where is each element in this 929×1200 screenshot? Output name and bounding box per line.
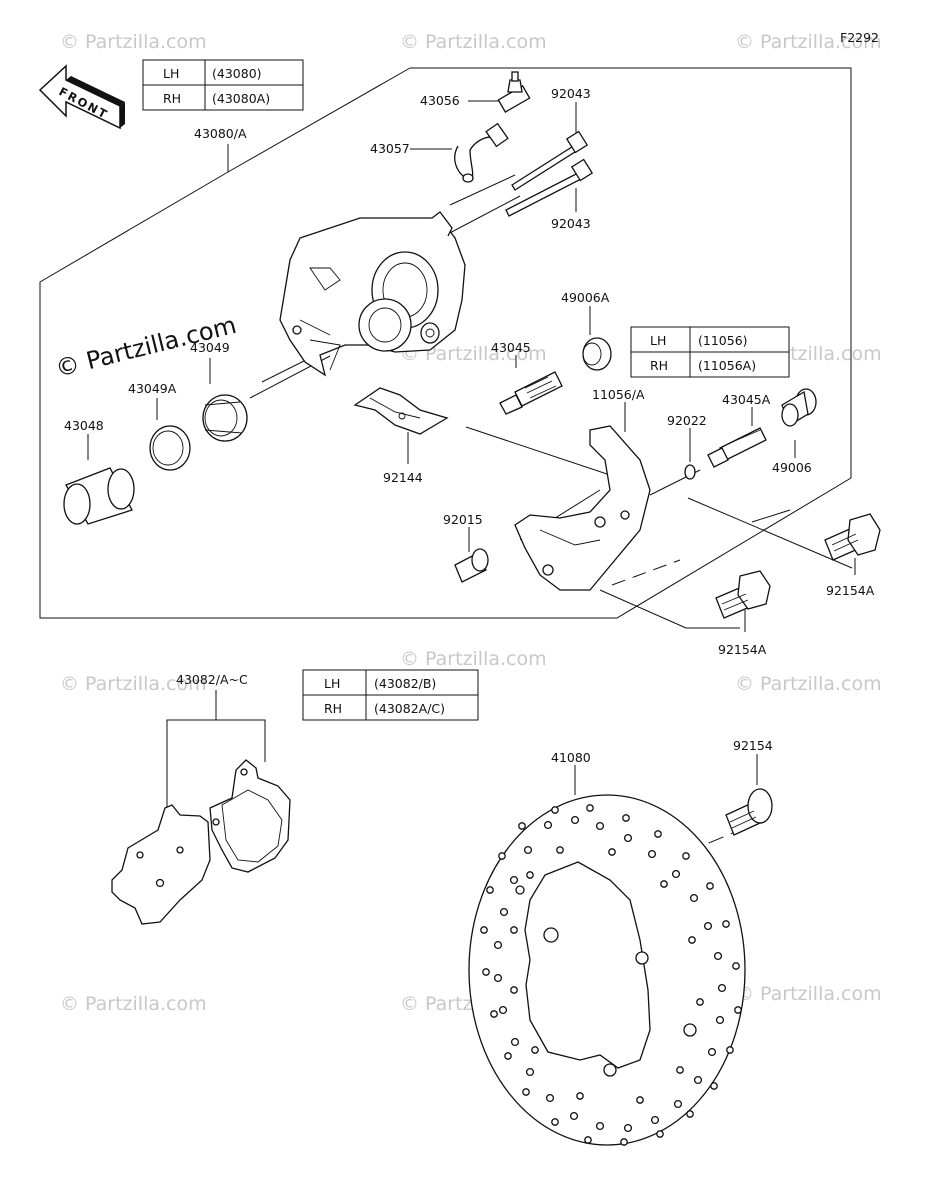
bleeder-valve-icon xyxy=(497,71,531,113)
table-cell-side: LH xyxy=(324,676,340,691)
boot-icon xyxy=(582,337,612,371)
boot-icon xyxy=(781,388,817,427)
table-cell-part: (43082A/C) xyxy=(374,701,445,716)
label-disc: 41080 xyxy=(551,750,591,765)
label-disc-bolt: 92154 xyxy=(733,738,773,753)
watermark: © Partzilla.com xyxy=(735,673,882,695)
label-bracket: 11056/A xyxy=(592,387,645,402)
slide-pin-icon xyxy=(499,371,563,415)
label-bolt-right: 92154A xyxy=(826,583,875,598)
label-boot-a: 49006A xyxy=(561,290,610,305)
bracket-part-table: LH (11056) RH (11056A) xyxy=(630,326,790,378)
bushing-icon xyxy=(454,548,489,583)
bleeder-cap-icon xyxy=(454,122,509,183)
label-pads: 43082/A~C xyxy=(176,672,248,687)
watermark: © Partzilla.com xyxy=(400,343,547,365)
caliper-body xyxy=(279,211,466,377)
label-caliper-assy: 43080/A xyxy=(194,126,247,141)
piston-seal-icon xyxy=(202,394,248,442)
label-slide-pin-a: 43045A xyxy=(722,392,771,407)
watermark: © Partzilla.com xyxy=(735,31,882,53)
label-pin-top: 92043 xyxy=(551,86,591,101)
part-labels: 43080/A 43056 43057 92043 92043 43049 43… xyxy=(64,86,875,765)
watermark: © Partzilla.com xyxy=(400,648,547,670)
table-cell-side: RH xyxy=(650,358,668,373)
front-arrow-icon: FRONT xyxy=(38,64,125,130)
table-cell-side: RH xyxy=(324,701,342,716)
label-clip: 92022 xyxy=(667,413,707,428)
pads-part-table: LH (43082/B) RH (43082A/C) xyxy=(302,669,479,721)
assembly-outline xyxy=(39,67,852,619)
pin-icon xyxy=(505,158,594,217)
watermark: © Partzilla.com xyxy=(60,673,207,695)
clip-icon xyxy=(684,464,696,480)
watermark: © Partzilla.com xyxy=(60,993,207,1015)
table-cell-side: RH xyxy=(163,91,181,106)
bolt-icon xyxy=(824,513,881,561)
pin-icon xyxy=(511,130,589,191)
label-dust-seal: 43049A xyxy=(128,381,177,396)
watermark: © Partzilla.com xyxy=(400,31,547,53)
slide-pin-icon xyxy=(707,427,767,468)
figure-code: F2292 xyxy=(840,30,879,45)
watermark: © Partzilla.com xyxy=(735,983,882,1005)
label-slide-pin: 43045 xyxy=(491,340,531,355)
watermark: © Partzilla.com xyxy=(60,31,207,53)
brake-pad-icon xyxy=(111,804,211,925)
table-cell-part: (11056) xyxy=(698,333,748,348)
piston-icon xyxy=(63,467,135,525)
bolt-icon xyxy=(725,788,773,836)
brake-pad-icon xyxy=(209,759,291,873)
caliper-part-table: LH (43080) RH (43080A) xyxy=(142,59,304,111)
dust-seal-icon xyxy=(149,425,191,471)
label-boot: 49006 xyxy=(772,460,812,475)
caliper-bracket-icon xyxy=(514,425,651,591)
table-cell-part: (11056A) xyxy=(698,358,756,373)
label-piston-seal: 43049 xyxy=(190,340,230,355)
spring-clip-icon xyxy=(353,387,449,435)
label-bleeder: 43056 xyxy=(420,93,460,108)
brake-disc-icon xyxy=(468,794,746,1146)
label-bolt-bottom: 92154A xyxy=(718,642,767,657)
table-cell-side: LH xyxy=(163,66,179,81)
table-cell-side: LH xyxy=(650,333,666,348)
label-bushing: 92015 xyxy=(443,512,483,527)
label-piston: 43048 xyxy=(64,418,104,433)
table-cell-part: (43080A) xyxy=(212,91,270,106)
table-cell-part: (43082/B) xyxy=(374,676,436,691)
label-bleeder-cap: 43057 xyxy=(370,141,410,156)
bolt-icon xyxy=(715,570,771,619)
table-cell-part: (43080) xyxy=(212,66,262,81)
leader-lines xyxy=(87,100,856,881)
label-pin-bottom: 92043 xyxy=(551,216,591,231)
disc-holes xyxy=(480,804,742,1146)
label-spring: 92144 xyxy=(383,470,423,485)
